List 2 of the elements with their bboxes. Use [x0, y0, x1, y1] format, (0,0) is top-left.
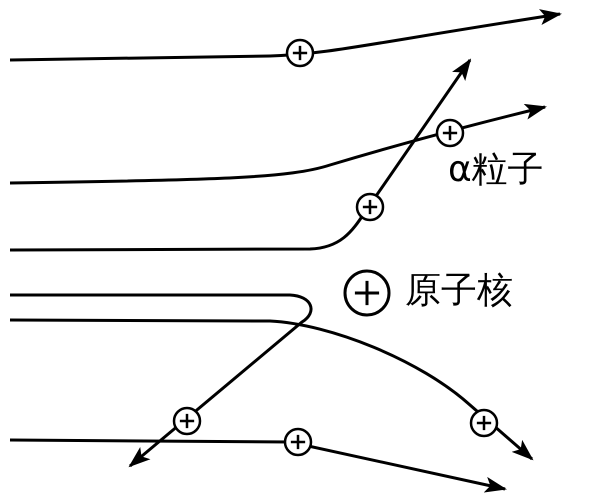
text-label: α粒子	[448, 152, 544, 188]
text-label: 原子核	[405, 273, 513, 309]
